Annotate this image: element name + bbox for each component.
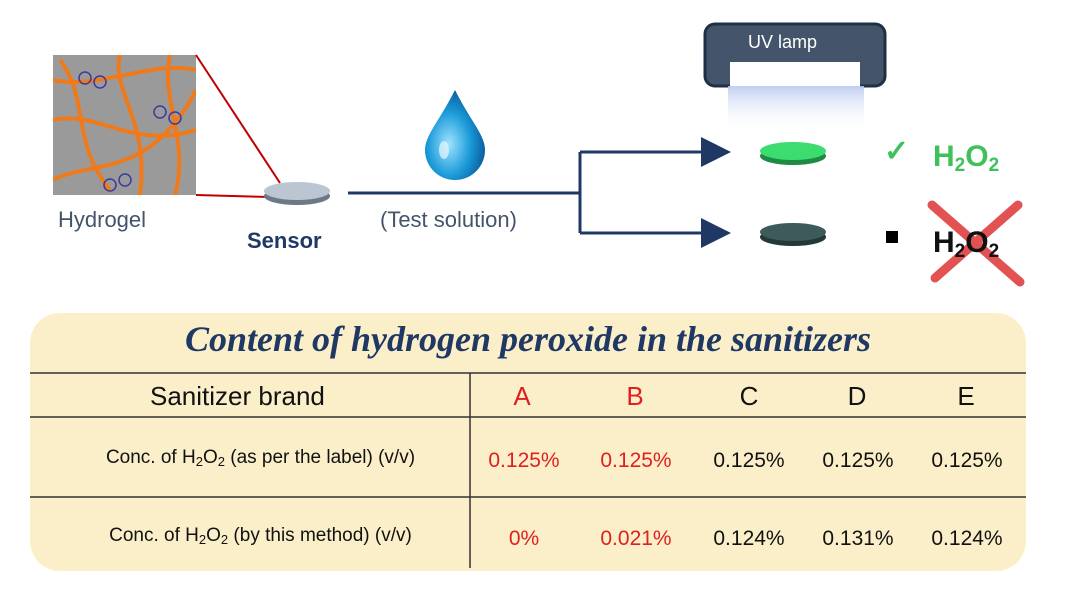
zoom-line-top (195, 54, 281, 184)
row-label-label-conc: Conc. of H2O2 (as per the label) (v/v) (105, 447, 416, 469)
test-solution-label: (Test solution) (380, 207, 517, 232)
brand-e: E (957, 381, 975, 411)
brand-c: C (739, 381, 759, 411)
zoom-line-bottom (195, 194, 271, 198)
table-title: Content of hydrogen peroxide in the sani… (184, 319, 872, 359)
hydrogel-image (53, 55, 196, 195)
value-c-method: 0.124% (713, 527, 785, 550)
value-b-label: 0.125% (600, 449, 672, 472)
value-d-label: 0.125% (822, 449, 894, 472)
sensor-label: Sensor (247, 228, 322, 253)
bullet-icon (886, 231, 898, 243)
value-c-label: 0.125% (713, 449, 785, 472)
value-a-method: 0% (508, 527, 540, 550)
sensor-positive-disc (760, 142, 826, 165)
sensor-disc (264, 182, 330, 205)
h2o2-negative-label: H2O2 (933, 226, 1000, 262)
value-e-method: 0.124% (931, 527, 1003, 550)
cross-icon (927, 200, 1025, 287)
h2o2-positive-label: H2O2 (933, 140, 1000, 176)
value-b-method: 0.021% (600, 527, 672, 550)
row-label-method-conc: Conc. of H2O2 (by this method) (v/v) (109, 525, 412, 547)
brand-b: B (626, 381, 644, 411)
check-icon: ✓ (884, 135, 910, 168)
water-drop-icon (425, 90, 485, 180)
header-sanitizer-brand: Sanitizer brand (150, 381, 325, 411)
results-table-card (30, 313, 1026, 571)
uv-lamp-label: UV lamp (748, 32, 818, 52)
brand-d: D (847, 381, 867, 411)
value-e-label: 0.125% (931, 449, 1003, 472)
brand-a: A (513, 381, 531, 411)
sensor-negative-disc (760, 223, 826, 246)
hydrogel-label: Hydrogel (58, 207, 147, 232)
value-a-label: 0.125% (488, 449, 560, 472)
value-d-method: 0.131% (822, 527, 894, 550)
uv-lamp (703, 22, 887, 132)
